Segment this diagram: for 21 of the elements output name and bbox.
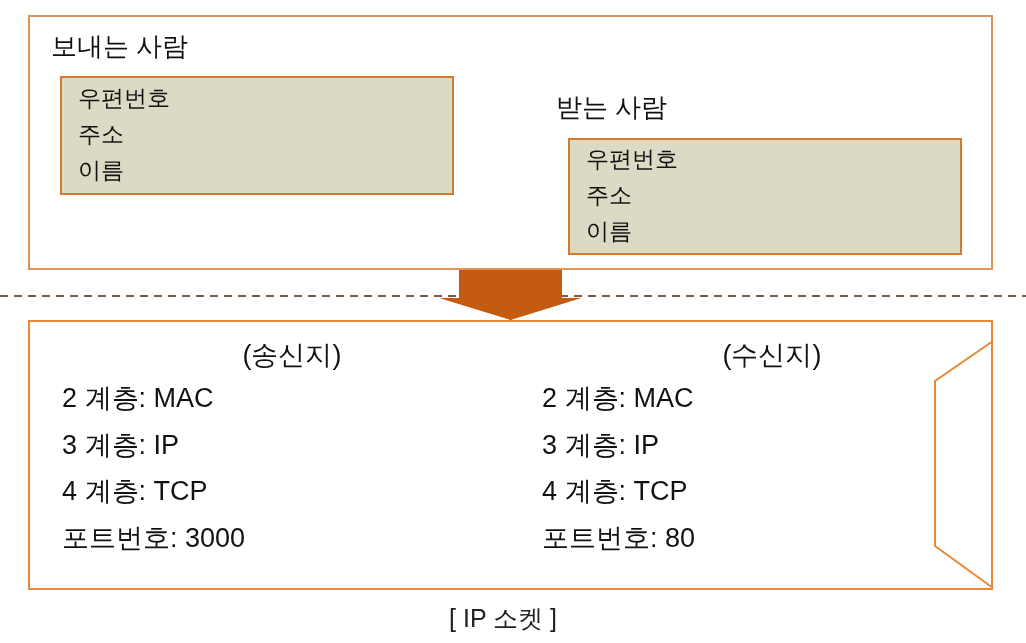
figure-caption: [ IP 소켓 ] [449, 603, 557, 633]
address-line: 이름 [78, 157, 124, 185]
envelope-panel [28, 320, 993, 590]
address-line: 우편번호 [586, 146, 678, 174]
address-line: 주소 [78, 121, 124, 149]
header-field-line: 4 계층: TCP [542, 475, 688, 508]
box-heading: 받는 사람 [556, 92, 668, 124]
header-field-line: 2 계층: MAC [542, 382, 694, 415]
box-heading: 보내는 사람 [51, 31, 189, 63]
header-field-line: 4 계층: TCP [62, 475, 208, 508]
header-field-line: 포트번호: 3000 [62, 521, 246, 554]
column-heading: (송신지) [242, 339, 342, 372]
header-field-line: 3 계층: IP [62, 428, 180, 461]
address-line: 주소 [586, 182, 632, 210]
address-line: 우편번호 [78, 85, 170, 113]
address-line: 이름 [586, 218, 632, 246]
header-field-line: 포트번호: 80 [542, 521, 696, 554]
column-heading: (수신지) [722, 339, 822, 372]
envelope-panel [28, 15, 993, 270]
header-field-line: 2 계층: MAC [62, 382, 214, 415]
header-field-line: 3 계층: IP [542, 428, 660, 461]
